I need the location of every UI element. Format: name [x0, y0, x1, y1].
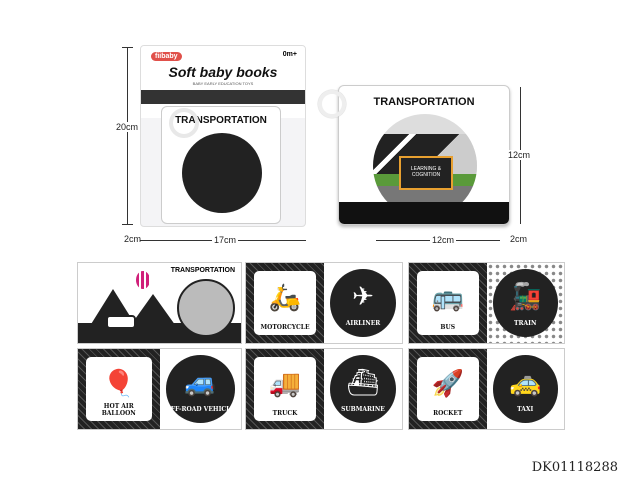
cover-page: TRANSPORTATION: [77, 262, 242, 344]
page-label: ROCKET: [433, 410, 463, 417]
taxi-icon: 🚕: [509, 367, 542, 398]
book-height-label: 12cm: [508, 150, 531, 160]
page-label: SUBMARINE: [341, 406, 385, 413]
cloth-book: TRANSPORTATION LEARNING & COGNITION: [338, 85, 510, 225]
page-label: BUS: [440, 324, 456, 331]
book-cover-circle: [182, 133, 262, 213]
page-spread-6: 🚀 ROCKET 🚕 TAXI: [408, 348, 565, 430]
book-title: TRANSPORTATION: [373, 96, 475, 108]
package-height-label: 20cm: [116, 122, 139, 132]
pages-grid: TRANSPORTATION 🛵 MOTORCYCLE ✈ AIRLINER 🚌 BU…: [77, 262, 565, 432]
page-spread-5: 🚚 TRUCK ⛴ SUBMARINE: [245, 348, 403, 430]
height-dimension-line: [127, 47, 128, 224]
car-icon: 🚙: [184, 367, 217, 398]
truck-icon: 🚚: [268, 367, 302, 398]
brand-logo: fiibaby: [151, 52, 182, 61]
ring-icon: [169, 108, 199, 138]
package-depth-label: 2cm: [124, 234, 142, 244]
page-spread-3: 🚌 BUS 🚂 TRAIN: [408, 262, 565, 344]
cover-title: TRANSPORTATION: [170, 267, 235, 274]
package-subtitle: BABY EARLY EDUCATION TOYS: [192, 81, 254, 86]
packaged-book: TRANSPORTATION: [161, 106, 281, 224]
page-label: HOT AIR BALLOON: [101, 403, 136, 417]
bus-icon: 🚌: [431, 281, 464, 312]
page-label: MOTORCYCLE: [260, 324, 310, 331]
motorcycle-icon: 🛵: [268, 281, 302, 312]
car-icon: [106, 315, 136, 329]
package-title: Soft baby books: [168, 64, 278, 80]
balloon-icon: [136, 271, 150, 289]
page-label: TRUCK: [272, 410, 298, 417]
page-spread-2: 🛵 MOTORCYCLE ✈ AIRLINER: [245, 262, 403, 344]
page-label: TAXI: [517, 406, 534, 413]
package-strip: [141, 90, 305, 104]
truck-circle: [177, 279, 235, 337]
book-width-label: 12cm: [430, 235, 457, 245]
hot-air-balloon-icon: 🎈: [102, 367, 135, 398]
dimension-tick: [122, 224, 133, 225]
rocket-icon: 🚀: [431, 367, 464, 398]
page-label: TRAIN: [514, 320, 537, 327]
age-label: 0m+: [282, 51, 297, 58]
page-label: OFF-ROAD VEHICLE: [165, 406, 235, 413]
page-spread-4: 🎈 HOT AIR BALLOON 🚙 OFF-ROAD VEHICLE: [77, 348, 242, 430]
page-label: AIRLINER: [345, 320, 381, 327]
submarine-icon: ⛴: [346, 367, 380, 398]
learning-sign: LEARNING & COGNITION: [399, 156, 453, 190]
product-code: DK01118288: [531, 460, 618, 475]
product-package: fiibaby 0m+ Soft baby books BABY EARLY E…: [140, 45, 306, 227]
dimension-tick: [122, 47, 133, 48]
packaged-book-title: TRANSPORTATION: [175, 115, 267, 126]
ring-icon: [318, 90, 346, 118]
airplane-icon: ✈: [352, 281, 374, 312]
book-depth-label: 2cm: [510, 234, 528, 244]
package-width-label: 17cm: [212, 235, 239, 245]
train-icon: 🚂: [509, 281, 542, 312]
